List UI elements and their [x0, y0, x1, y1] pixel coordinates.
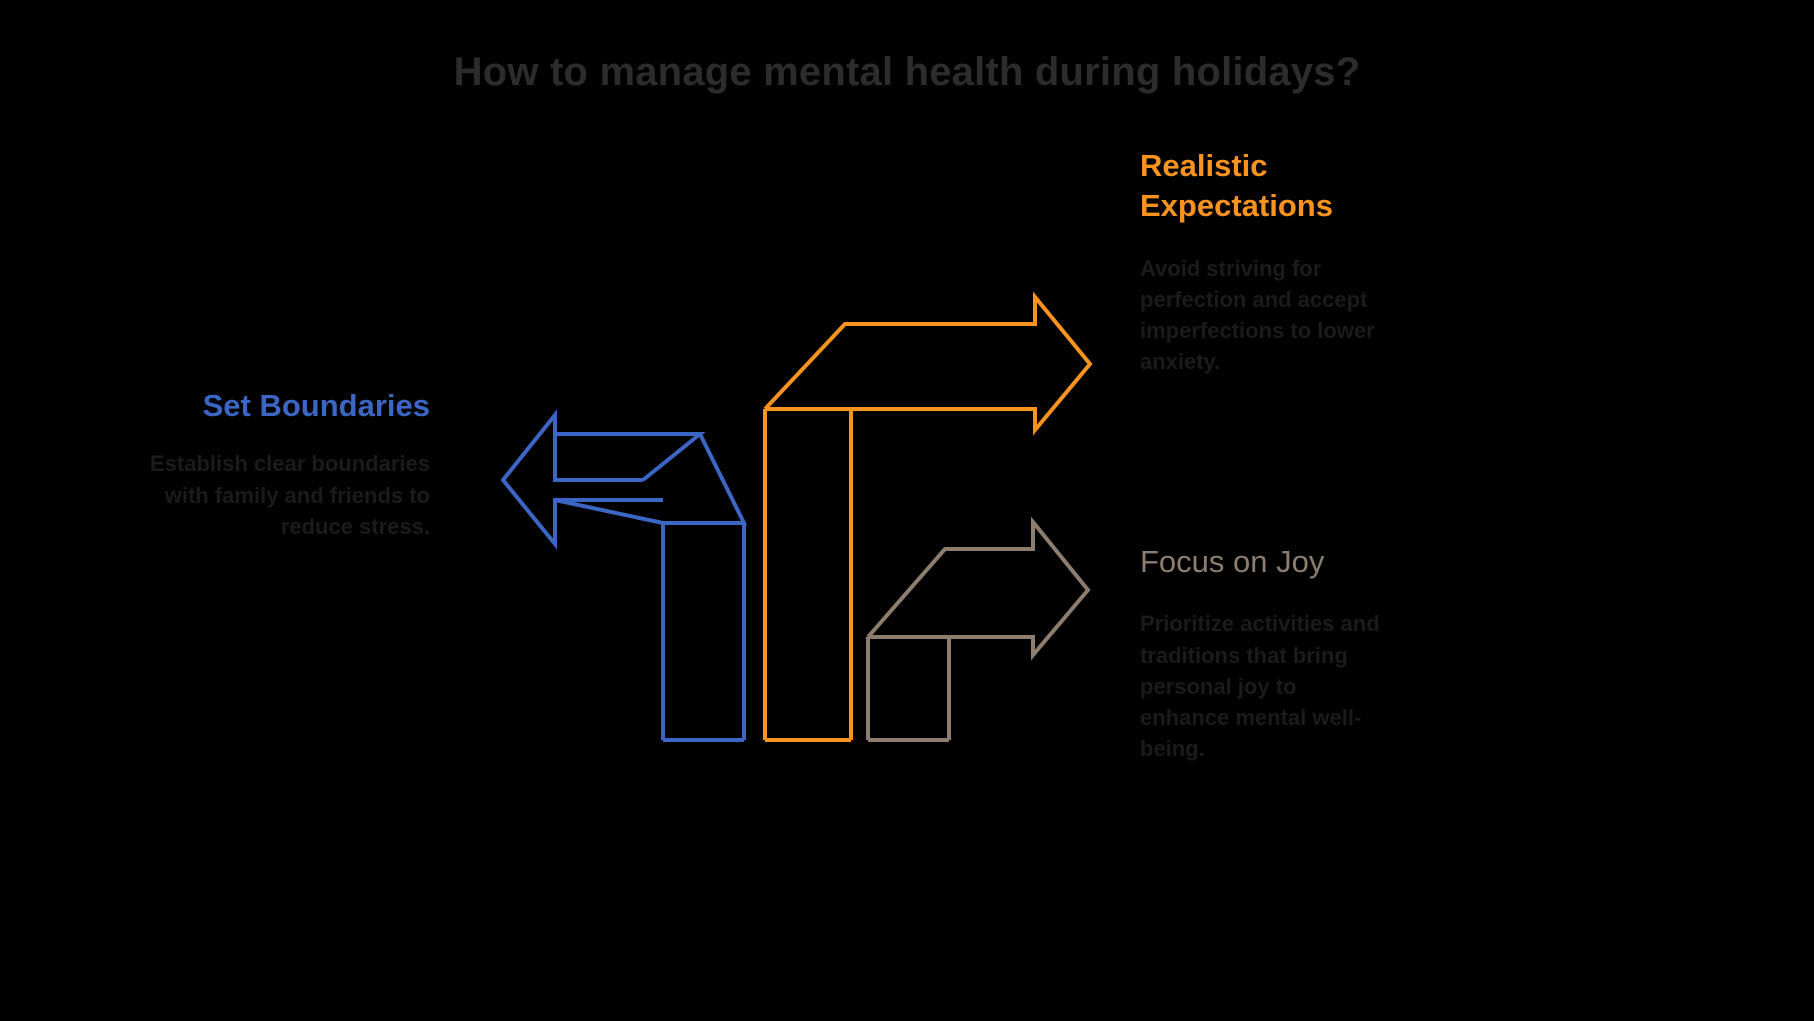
block-focus-on-joy: Focus on Joy Prioritize activities and t… — [1140, 542, 1390, 764]
block-realistic-expectations-body: Avoid striving for perfection and accept… — [1140, 255, 1375, 375]
block-set-boundaries-body: Establish clear boundaries with family a… — [150, 451, 430, 539]
arrow-realistic-expectations — [763, 291, 1093, 742]
block-focus-on-joy-heading: Focus on Joy — [1140, 544, 1325, 579]
arrow-set-boundaries — [500, 409, 748, 742]
block-realistic-expectations-heading: Realistic Expectations — [1140, 148, 1333, 224]
page-title: How to manage mental health during holid… — [453, 50, 1361, 94]
block-set-boundaries-heading: Set Boundaries — [202, 388, 430, 423]
block-focus-on-joy-body: Prioritize activities and traditions tha… — [1140, 611, 1380, 762]
arrow-focus-on-joy — [866, 516, 1091, 742]
block-realistic-expectations: Realistic Expectations Avoid striving fo… — [1140, 146, 1376, 378]
block-set-boundaries: Set Boundaries Establish clear boundarie… — [118, 386, 430, 542]
